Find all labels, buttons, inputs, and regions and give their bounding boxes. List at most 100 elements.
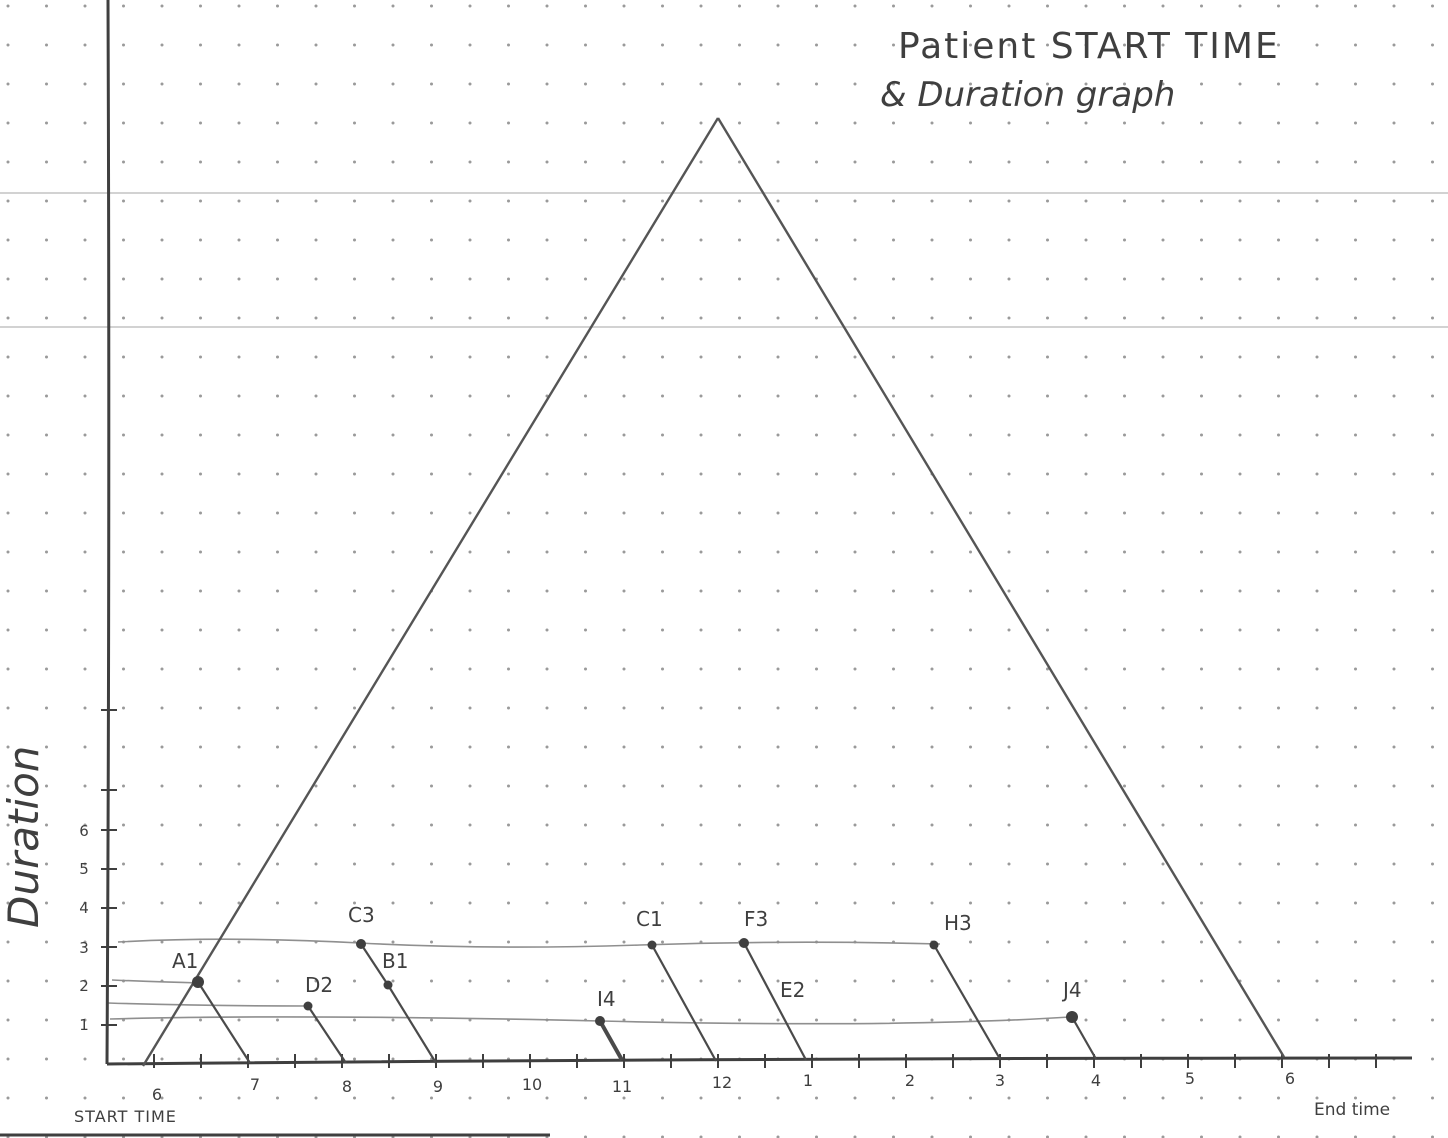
grid-dot — [969, 238, 972, 242]
grid-dot — [1238, 4, 1242, 8]
grid-dot — [1354, 1018, 1357, 1022]
grid-dot — [815, 355, 818, 359]
grid-dot — [391, 745, 395, 749]
graph-title-line2: & Duration graph — [880, 75, 1175, 115]
line-h3 — [933, 944, 1001, 1060]
grid-dot — [507, 979, 510, 983]
grid-dot — [699, 277, 703, 281]
grid-dot — [391, 979, 395, 983]
guide-line-3 — [117, 938, 941, 948]
grid-dot — [892, 628, 895, 632]
grid-dot — [584, 1135, 587, 1138]
grid-dot — [1123, 199, 1126, 203]
grid-dot — [1200, 511, 1203, 515]
grid-dot — [1200, 355, 1203, 359]
grid-dot — [122, 1057, 125, 1061]
grid-dot — [160, 160, 164, 164]
grid-dot — [1315, 1096, 1319, 1100]
grid-dot — [391, 1096, 395, 1100]
grid-dot — [430, 1018, 433, 1022]
grid-dot — [892, 355, 895, 359]
grid-dot — [314, 706, 318, 710]
grid-dot — [45, 199, 48, 203]
grid-dot — [1277, 745, 1280, 749]
grid-dot — [815, 979, 818, 983]
grid-dot — [622, 940, 626, 944]
grid-dot — [45, 238, 48, 242]
grid-dot — [1084, 472, 1088, 476]
grid-dot — [45, 901, 48, 905]
grid-dot — [45, 745, 48, 749]
point-label: H3 — [944, 911, 972, 935]
grid-dot — [1392, 43, 1396, 47]
grid-dot — [1123, 1018, 1126, 1022]
grid-dot — [1123, 667, 1126, 671]
grid-dot — [776, 121, 780, 125]
grid-dot — [584, 316, 587, 320]
grid-dot — [969, 511, 972, 515]
grid-dot — [391, 277, 395, 281]
grid-dot — [853, 628, 857, 632]
grid-dot — [1046, 901, 1049, 905]
grid-dot — [545, 706, 549, 710]
grid-dot — [1123, 433, 1126, 437]
grid-dot — [1123, 862, 1126, 866]
grid-dot — [545, 862, 549, 866]
grid-dot — [738, 550, 741, 554]
grid-dot — [6, 199, 10, 203]
grid-dot — [622, 667, 626, 671]
grid-dot — [1046, 316, 1049, 320]
grid-dot — [1277, 160, 1280, 164]
grid-dot — [391, 706, 395, 710]
grid-dot — [276, 823, 279, 827]
grid-dot — [892, 589, 895, 593]
grid-dot — [314, 160, 318, 164]
grid-dot — [1007, 160, 1011, 164]
grid-dot — [6, 277, 10, 281]
grid-dot — [1046, 589, 1049, 593]
line-b1 — [387, 984, 437, 1064]
grid-dot — [83, 979, 87, 983]
grid-dot — [815, 589, 818, 593]
grid-dot — [199, 784, 202, 788]
grid-dot — [622, 355, 626, 359]
grid-dot — [661, 862, 664, 866]
marker-f3 — [739, 938, 749, 948]
grid-dot — [1046, 472, 1049, 476]
grid-dot — [930, 667, 934, 671]
grid-dot — [1200, 628, 1203, 632]
grid-dot — [1161, 901, 1165, 905]
grid-dot — [1354, 238, 1357, 242]
grid-dot — [853, 745, 857, 749]
grid-dot — [738, 1135, 741, 1138]
grid-dot — [1431, 277, 1434, 281]
grid-dot — [160, 823, 164, 827]
grid-dot — [1007, 472, 1011, 476]
grid-dot — [83, 901, 87, 905]
grid-dot — [584, 238, 587, 242]
grid-dot — [1392, 667, 1396, 671]
grid-dot — [738, 199, 741, 203]
grid-dot — [430, 199, 433, 203]
grid-dot — [314, 550, 318, 554]
x-tick-label: 6 — [1285, 1069, 1295, 1088]
guide-line-1 — [109, 1016, 1071, 1025]
grid-dot — [1238, 1135, 1242, 1138]
grid-dot — [1315, 4, 1319, 8]
grid-dot — [391, 4, 395, 8]
grid-dot — [430, 238, 433, 242]
grid-dot — [545, 199, 549, 203]
grid-dot — [1392, 199, 1396, 203]
grid-dot — [1238, 511, 1242, 515]
grid-dot — [1007, 667, 1011, 671]
grid-dot — [545, 1096, 549, 1100]
grid-dot — [1123, 121, 1126, 125]
grid-dot — [699, 43, 703, 47]
grid-dot — [1084, 706, 1088, 710]
grid-dot — [545, 979, 549, 983]
grid-dot — [776, 667, 780, 671]
grid-dot — [391, 238, 395, 242]
grid-dot — [1315, 121, 1319, 125]
grid-dot — [1431, 979, 1434, 983]
grid-dot — [237, 394, 241, 398]
